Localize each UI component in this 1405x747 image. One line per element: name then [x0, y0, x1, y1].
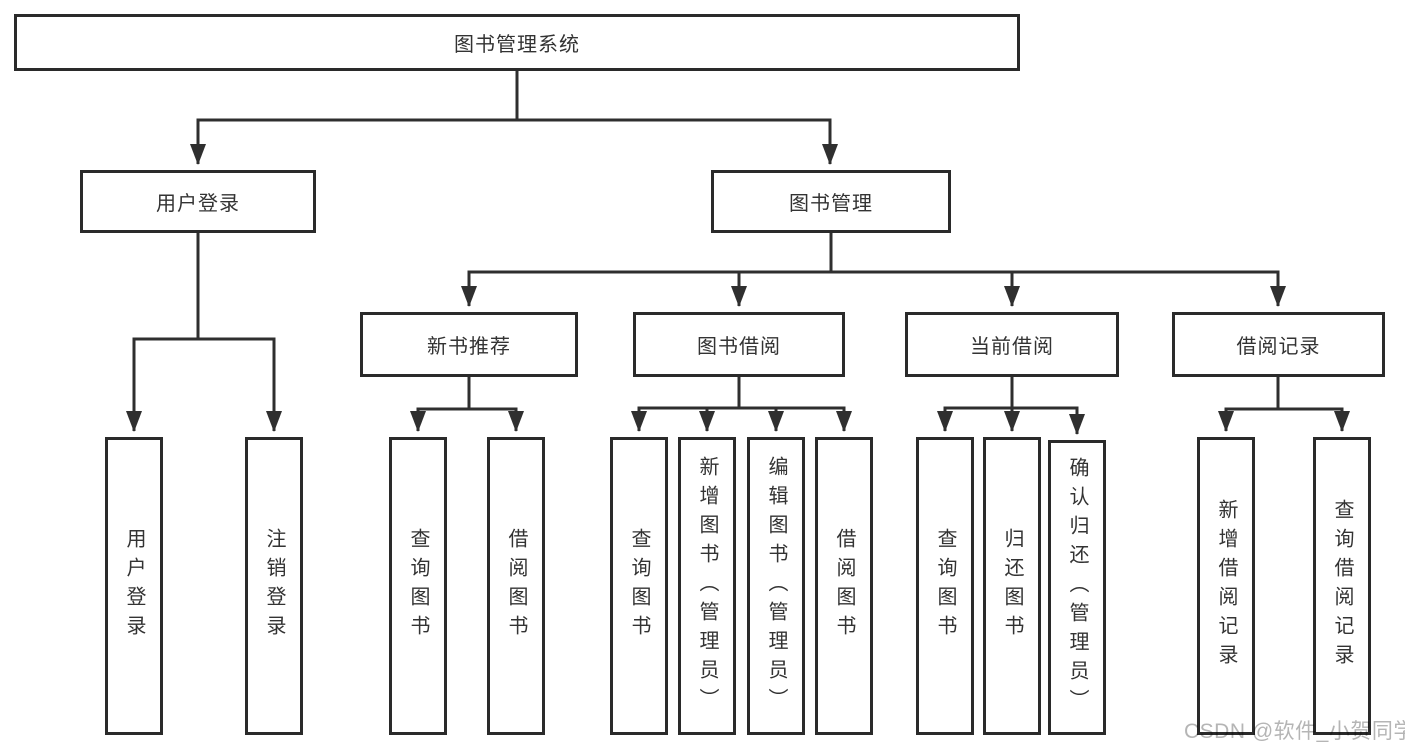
csdn-watermark: CSDN @软件_小贺同学	[1184, 720, 1405, 743]
node-borrowing-records: 借阅记录	[1172, 312, 1385, 377]
leaf-user-login: 用户登录	[105, 437, 163, 735]
leaf-add-borrow-record: 新增借阅记录	[1197, 437, 1255, 735]
leaf-query-books-1: 查询图书	[389, 437, 447, 735]
leaf-borrow-books-1: 借阅图书	[487, 437, 545, 735]
leaf-logout: 注销登录	[245, 437, 303, 735]
leaf-query-books-2: 查询图书	[610, 437, 668, 735]
leaf-edit-book-admin: 编辑图书（管理员）	[747, 437, 805, 735]
leaf-return-book: 归还图书	[983, 437, 1041, 735]
leaf-query-books-3: 查询图书	[916, 437, 974, 735]
node-current-borrowing: 当前借阅	[905, 312, 1119, 377]
leaf-add-book-admin: 新增图书（管理员）	[678, 437, 736, 735]
node-user-login: 用户登录	[80, 170, 316, 233]
leaf-borrow-books-2: 借阅图书	[815, 437, 873, 735]
leaf-confirm-return-admin: 确认归还（管理员）	[1048, 440, 1106, 735]
node-new-book-recommend: 新书推荐	[360, 312, 578, 377]
leaf-query-borrow-record: 查询借阅记录	[1313, 437, 1371, 735]
node-root: 图书管理系统	[14, 14, 1020, 71]
node-book-management: 图书管理	[711, 170, 951, 233]
node-book-borrowing: 图书借阅	[633, 312, 845, 377]
